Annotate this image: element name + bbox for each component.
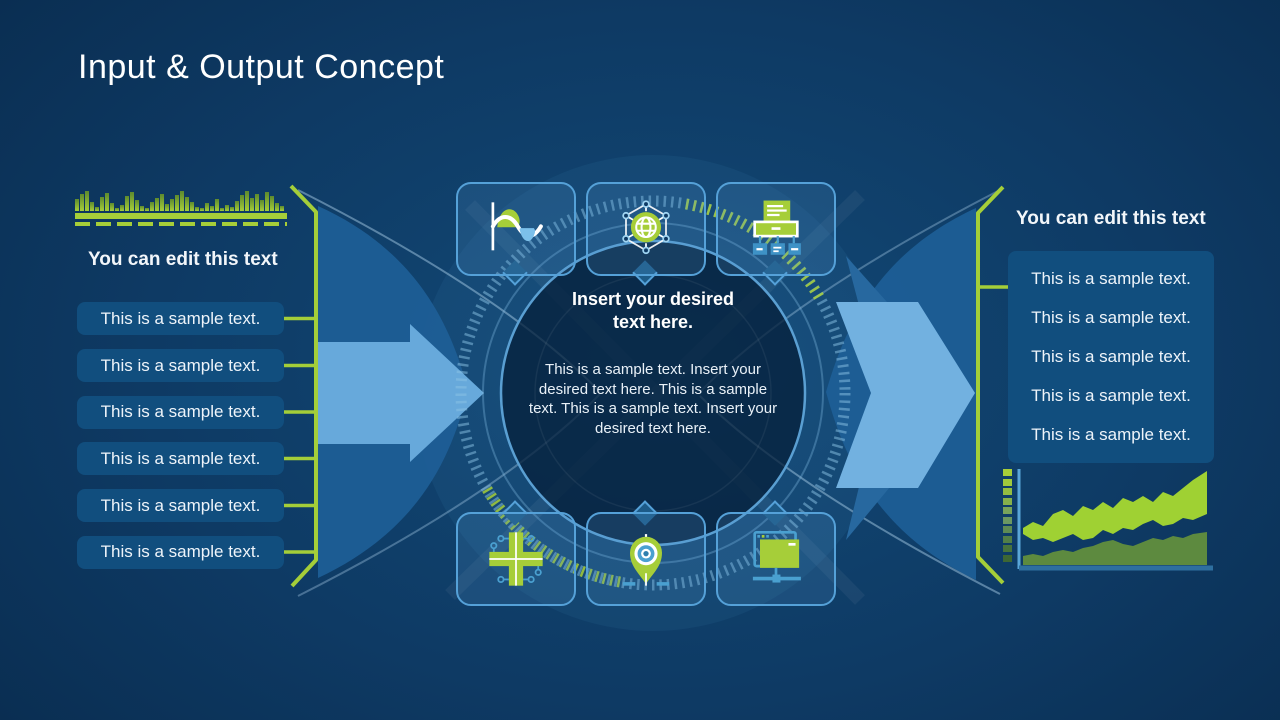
printer-icon xyxy=(752,200,801,255)
right-list-item[interactable]: This is a sample text. xyxy=(1031,268,1191,288)
sine-wave-icon xyxy=(490,202,543,251)
map-pin-target-icon xyxy=(622,534,670,586)
tick-ring xyxy=(455,195,851,591)
area-series-top xyxy=(1023,471,1207,542)
globe-network-icon xyxy=(622,200,670,255)
tick-ring-green-arc xyxy=(482,486,621,588)
hub-body-text[interactable]: This is a sample text. Insert your desir… xyxy=(528,361,778,437)
left-list-item[interactable]: This is a sample text. xyxy=(77,442,284,475)
left-list-item[interactable]: This is a sample text. xyxy=(77,535,284,569)
equalizer-bars xyxy=(75,188,287,211)
left-list-item[interactable]: This is a sample text. xyxy=(77,489,284,522)
monitor-network-icon xyxy=(752,531,801,583)
area-chart xyxy=(1003,466,1215,574)
left-list-item[interactable]: This is a sample text. xyxy=(77,302,284,335)
right-list-item[interactable]: This is a sample text. xyxy=(1031,386,1191,406)
right-list-item[interactable]: This is a sample text. xyxy=(1031,307,1191,327)
icon-box-printer[interactable] xyxy=(716,182,836,276)
input-arrow xyxy=(318,324,484,462)
icon-box-circuit-plus[interactable] xyxy=(456,512,576,606)
area-series-bottom xyxy=(1023,532,1207,565)
icon-box-monitor-network[interactable] xyxy=(716,512,836,606)
hub-heading[interactable]: Insert your desired text here. xyxy=(571,289,735,332)
page-title[interactable]: Input & Output Concept xyxy=(78,48,445,86)
icon-box-globe-network[interactable] xyxy=(586,182,706,276)
equalizer-chart xyxy=(75,188,287,226)
equalizer-dashes xyxy=(75,222,287,226)
right-heading[interactable]: You can edit this text xyxy=(1016,208,1206,229)
right-list-panel[interactable]: This is a sample text. This is a sample … xyxy=(1008,251,1214,463)
left-list-item[interactable]: This is a sample text. xyxy=(77,349,284,382)
left-heading[interactable]: You can edit this text xyxy=(88,249,278,270)
equalizer-underline xyxy=(75,213,287,219)
icon-box-map-pin[interactable] xyxy=(586,512,706,606)
area-chart-axis-squares xyxy=(1003,469,1012,562)
output-arrow xyxy=(836,302,975,488)
left-list-item[interactable]: This is a sample text. xyxy=(77,395,284,429)
right-bracket xyxy=(976,185,1010,585)
area-chart-plot xyxy=(1017,469,1213,571)
right-list-item[interactable]: This is a sample text. xyxy=(1031,425,1191,445)
right-list-item[interactable]: This is a sample text. xyxy=(1031,346,1191,366)
left-bracket xyxy=(284,184,318,588)
icon-box-sine-wave[interactable] xyxy=(456,182,576,276)
circuit-plus-icon xyxy=(489,532,543,586)
